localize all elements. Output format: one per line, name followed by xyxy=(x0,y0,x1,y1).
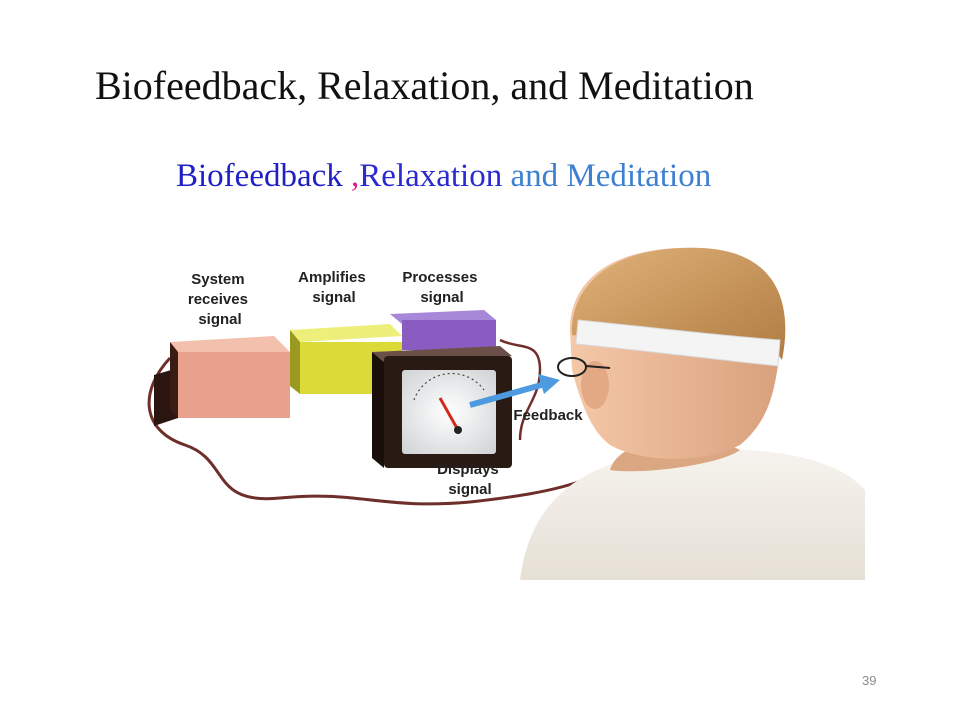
person-illustration xyxy=(520,247,865,580)
subtitle-meditation: and Meditation xyxy=(502,158,712,194)
subtitle-biofeedback: Biofeedback xyxy=(176,158,352,194)
shirt xyxy=(520,449,865,580)
label-amplifies: Amplifies signal xyxy=(298,269,370,306)
display-monitor xyxy=(372,346,512,468)
feedback-arrow xyxy=(469,374,560,408)
processor-box xyxy=(390,310,496,350)
glasses-icon xyxy=(557,357,611,377)
slide-title: Biofeedback, Relaxation, and Meditation xyxy=(95,63,754,108)
label-system: System receives signal xyxy=(188,271,252,328)
headband xyxy=(575,319,781,367)
label-feedback: Feedback xyxy=(513,407,583,424)
gauge-needle xyxy=(438,397,460,431)
slide-subtitle: Biofeedback ,Relaxation and Meditation xyxy=(176,158,711,195)
system-box xyxy=(154,336,290,426)
ear xyxy=(581,361,609,409)
page-number: 39 xyxy=(862,673,877,688)
label-processes: Processes signal xyxy=(402,269,481,306)
subtitle-comma: , xyxy=(351,158,360,194)
subtitle-relaxation: Relaxation xyxy=(359,158,503,194)
label-displays: Displays signal xyxy=(437,461,503,498)
biofeedback-illustration: System receives signal Amplifies signal … xyxy=(147,247,865,580)
